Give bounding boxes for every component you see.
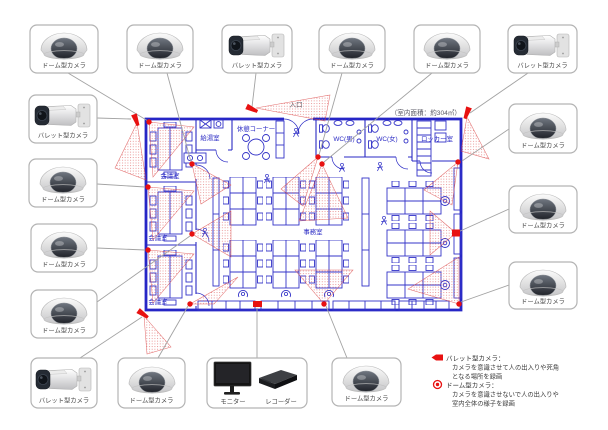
camera-label: ドーム型カメラ (138, 61, 182, 70)
camera-box-top-2: ドーム型カメラ (126, 24, 194, 74)
camera-label: バレット型カメラ (39, 396, 89, 405)
dome-marker (319, 161, 325, 167)
dome-marker (456, 301, 462, 307)
break-corner-furniture (242, 120, 285, 160)
camera-label: ドーム型カメラ (42, 326, 86, 335)
room-label-meeting-3: 会議室 (148, 297, 168, 306)
monitor-recorder-box: モニター レコーダー (206, 357, 308, 409)
dome-legend-icon (432, 379, 443, 390)
camera-box-left-1: バレット型カメラ (28, 94, 98, 144)
bullet-marker (245, 103, 259, 113)
legend: バレット型カメラ： カメラを意識させて人の出入りや死角 となる場所を録画 ドーム… (431, 354, 559, 408)
legend-bullet-title: バレット型カメラ： (446, 354, 505, 363)
camera-label: ドーム型カメラ (345, 394, 389, 403)
camera-label: ドーム型カメラ (521, 297, 565, 306)
camera-label: バレット型カメラ (517, 61, 567, 70)
bullet-camera-icon (229, 34, 284, 57)
camera-box-top-6: バレット型カメラ (507, 24, 578, 74)
camera-label: ドーム型カメラ (41, 195, 85, 204)
camera-box-top-1: ドーム型カメラ (29, 24, 99, 74)
bullet-legend-icon (431, 354, 443, 361)
room-label-kitchen: 給湯室 (200, 133, 220, 142)
room-label-break: 休憩コーナー (237, 124, 275, 133)
dome-marker (189, 231, 195, 237)
camera-box-left-4: ドーム型カメラ (30, 289, 98, 339)
camera-box-right-3: ドーム型カメラ (508, 261, 578, 310)
camera-box-left-2: ドーム型カメラ (28, 158, 98, 208)
camera-box-top-3: バレット型カメラ (221, 24, 293, 74)
camera-box-top-5: ドーム型カメラ (413, 24, 481, 74)
bullet-marker (463, 106, 472, 120)
bullet-marker (136, 308, 149, 319)
locker-room-fixtures (416, 120, 447, 177)
bullet-marker (131, 113, 140, 127)
legend-bullet-line1: カメラを意識させて人の出入りや死角 (452, 363, 559, 372)
coverage-cones (114, 94, 490, 355)
recorder-point-marker (253, 301, 262, 307)
connector-lines (67, 72, 529, 359)
area-note: （室内面積：約304㎡） (391, 108, 461, 117)
legend-dome-title: ドーム型カメラ： (446, 381, 498, 390)
camera-box-bottom-2: ドーム型カメラ (117, 357, 186, 409)
camera-label: バレット型カメラ (38, 131, 88, 140)
camera-label: ドーム型カメラ (42, 61, 86, 70)
legend-dome-line2: 室内全体の様子を録画 (452, 399, 515, 408)
camera-label: ドーム型カメラ (330, 61, 374, 70)
wc-fixtures (320, 120, 409, 149)
camera-label: バレット型カメラ (232, 61, 282, 70)
camera-box-right-2: ドーム型カメラ (508, 185, 578, 234)
floor-plan: 会議室 会議室 会議室 給湯室 休憩コーナー 事務室 WC(男) WC(女) ロ… (144, 101, 463, 312)
camera-label: ドーム型カメラ (425, 61, 469, 70)
dome-marker (145, 247, 151, 253)
legend-dome-line1: カメラを意識させないで人の出入りや (452, 390, 559, 399)
room-label-locker: ロッカー室 (421, 134, 454, 143)
room-label-wc-men: WC(男) (333, 135, 354, 143)
camera-label: ドーム型カメラ (42, 260, 86, 269)
room-label-meeting-2: 会議室 (148, 233, 168, 242)
bullet-camera-icon (35, 104, 90, 127)
legend-bullet-line2: となる場所を録画 (452, 372, 502, 381)
camera-box-left-3: ドーム型カメラ (30, 223, 98, 273)
dome-marker (455, 159, 461, 165)
dome-marker (146, 119, 152, 125)
camera-box-right-1: ドーム型カメラ (508, 103, 578, 154)
bullet-camera-icon (514, 34, 569, 57)
dome-marker (187, 301, 193, 307)
inner-walls (146, 119, 461, 310)
camera-callouts: ドーム型カメラ ドーム型カメラ バレット型カメラ ドーム型カメラ ドーム型カメラ… (28, 24, 578, 409)
camera-box-top-4: ドーム型カメラ (318, 24, 386, 74)
bullet-camera-icon (36, 368, 91, 391)
monitor-label: モニター (220, 397, 245, 406)
camera-box-bottom-3: ドーム型カメラ (331, 357, 402, 407)
camera-label: ドーム型カメラ (521, 221, 565, 230)
dome-marker (321, 301, 327, 307)
dome-marker (189, 161, 195, 167)
dome-legend-icon-center (435, 382, 440, 387)
dome-marker (315, 154, 321, 160)
room-label-office: 事務室 (303, 227, 323, 236)
camera-label: ドーム型カメラ (521, 141, 565, 150)
dome-marker (145, 184, 151, 190)
kitchen-fixtures (183, 119, 224, 164)
room-label-wc-women: WC(女) (376, 134, 397, 143)
dome-marker-square (452, 229, 460, 237)
room-label-meeting-1: 会議室 (160, 171, 180, 180)
camera-markers (131, 103, 472, 319)
camera-box-bottom-1: バレット型カメラ (30, 357, 98, 409)
recorder-label: レコーダー (265, 397, 296, 406)
camera-label: ドーム型カメラ (130, 396, 174, 405)
